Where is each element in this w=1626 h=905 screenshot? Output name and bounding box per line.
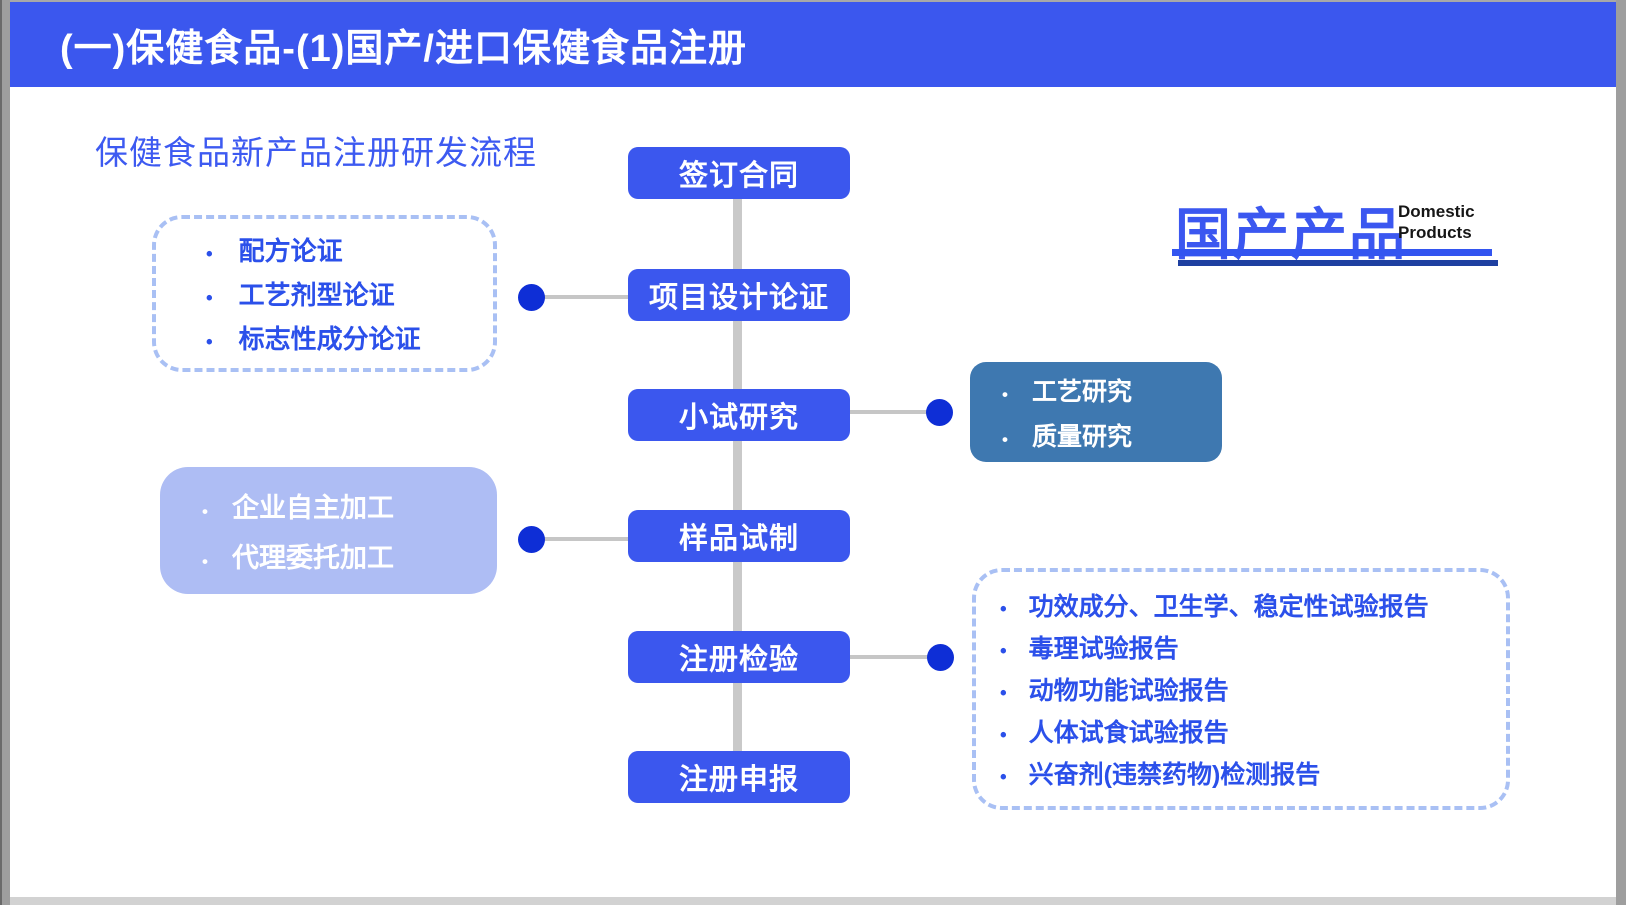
flow-step-label: 样品试制: [678, 523, 799, 555]
bullet-icon: •: [1000, 641, 1007, 662]
flow-step-pilot-study: 小试研究: [628, 389, 850, 441]
connector-processing: [532, 537, 628, 541]
flow-step-label: 签订合同: [678, 160, 799, 192]
list-item-label: 工艺研究: [1031, 377, 1132, 406]
flow-step-label: 小试研究: [678, 402, 799, 434]
frame-left-edge: [0, 0, 10, 905]
list-item-label: 代理委托加工: [231, 543, 394, 573]
list-item: • 工艺研究: [1002, 372, 1222, 408]
badge-underline-top: [1172, 249, 1492, 256]
connector-research: [850, 410, 940, 414]
callout-design-demonstration: • 配方论证 • 工艺剂型论证 • 标志性成分论证: [152, 215, 497, 372]
list-item-label: 配方论证: [238, 236, 343, 266]
list-item-label: 功效成分、卫生学、稳定性试验报告: [1028, 593, 1429, 621]
bullet-icon: •: [206, 244, 213, 265]
bullet-icon: •: [1002, 384, 1008, 404]
list-item: • 配方论证: [206, 231, 493, 268]
list-item: • 功效成分、卫生学、稳定性试验报告: [1000, 587, 1506, 623]
domestic-products-label: 国产产品: [1175, 203, 1407, 266]
list-item-label: 毒理试验报告: [1028, 635, 1179, 663]
connector-dot-research: [926, 399, 953, 426]
flow-step-label: 项目设计论证: [648, 282, 829, 314]
flow-step-sign-contract: 签订合同: [628, 147, 850, 199]
domestic-products-en-line2: Products: [1398, 223, 1472, 242]
list-item: • 动物功能试验报告: [1000, 671, 1506, 707]
bullet-icon: •: [1002, 429, 1008, 449]
list-item: • 兴奋剂(违禁药物)检测报告: [1000, 755, 1506, 791]
list-item: • 企业自主加工: [202, 486, 497, 525]
frame-bottom-edge: [10, 897, 1616, 905]
list-item-label: 标志性成分论证: [238, 324, 421, 354]
flow-step-sample-trial: 样品试制: [628, 510, 850, 562]
bullet-icon: •: [1000, 683, 1007, 704]
flow-step-project-design: 项目设计论证: [628, 269, 850, 321]
list-item: • 质量研究: [1002, 417, 1222, 453]
list-item-label: 动物功能试验报告: [1028, 677, 1229, 705]
connector-dot-design: [518, 284, 545, 311]
list-item: • 代理委托加工: [202, 536, 497, 575]
flow-step-label: 注册检验: [678, 644, 799, 676]
list-item-label: 工艺剂型论证: [238, 280, 395, 310]
list-item-label: 企业自主加工: [231, 493, 394, 523]
connector-dot-reports: [927, 644, 954, 671]
bullet-icon: •: [202, 502, 208, 521]
frame-top-edge: [10, 0, 1616, 2]
callout-test-reports: • 功效成分、卫生学、稳定性试验报告 • 毒理试验报告 • 动物功能试验报告 •…: [972, 568, 1510, 810]
flow-spine-line: [733, 174, 742, 777]
list-item-label: 人体试食试验报告: [1028, 719, 1229, 747]
domestic-products-english-label: Domestic Products: [1398, 201, 1475, 243]
flow-step-registration-inspection: 注册检验: [628, 631, 850, 683]
connector-dot-processing: [518, 526, 545, 553]
flow-subtitle: 保健食品新产品注册研发流程: [95, 134, 537, 171]
bullet-icon: •: [1000, 767, 1007, 788]
badge-underline-bottom: [1178, 260, 1498, 266]
domestic-products-en-line1: Domestic: [1398, 202, 1475, 221]
bullet-icon: •: [202, 552, 208, 571]
header-banner: (一)保健食品-(1)国产/进口保健食品注册: [10, 2, 1616, 87]
connector-reports: [850, 655, 941, 659]
list-item: • 毒理试验报告: [1000, 629, 1506, 665]
list-item-label: 质量研究: [1031, 422, 1132, 451]
list-item: • 标志性成分论证: [206, 319, 493, 356]
bullet-icon: •: [206, 332, 213, 353]
bullet-icon: •: [1000, 725, 1007, 746]
list-item-label: 兴奋剂(违禁药物)检测报告: [1028, 761, 1321, 789]
flow-step-registration-filing: 注册申报: [628, 751, 850, 803]
frame-right-edge: [1616, 0, 1626, 905]
callout-processing: • 企业自主加工 • 代理委托加工: [160, 467, 497, 594]
list-item: • 人体试食试验报告: [1000, 713, 1506, 749]
callout-research: • 工艺研究 • 质量研究: [970, 362, 1222, 462]
list-item: • 工艺剂型论证: [206, 275, 493, 312]
bullet-icon: •: [1000, 599, 1007, 620]
bullet-icon: •: [206, 288, 213, 309]
connector-design: [532, 295, 628, 299]
page-title: (一)保健食品-(1)国产/进口保健食品注册: [60, 28, 747, 70]
flow-step-label: 注册申报: [678, 764, 799, 796]
